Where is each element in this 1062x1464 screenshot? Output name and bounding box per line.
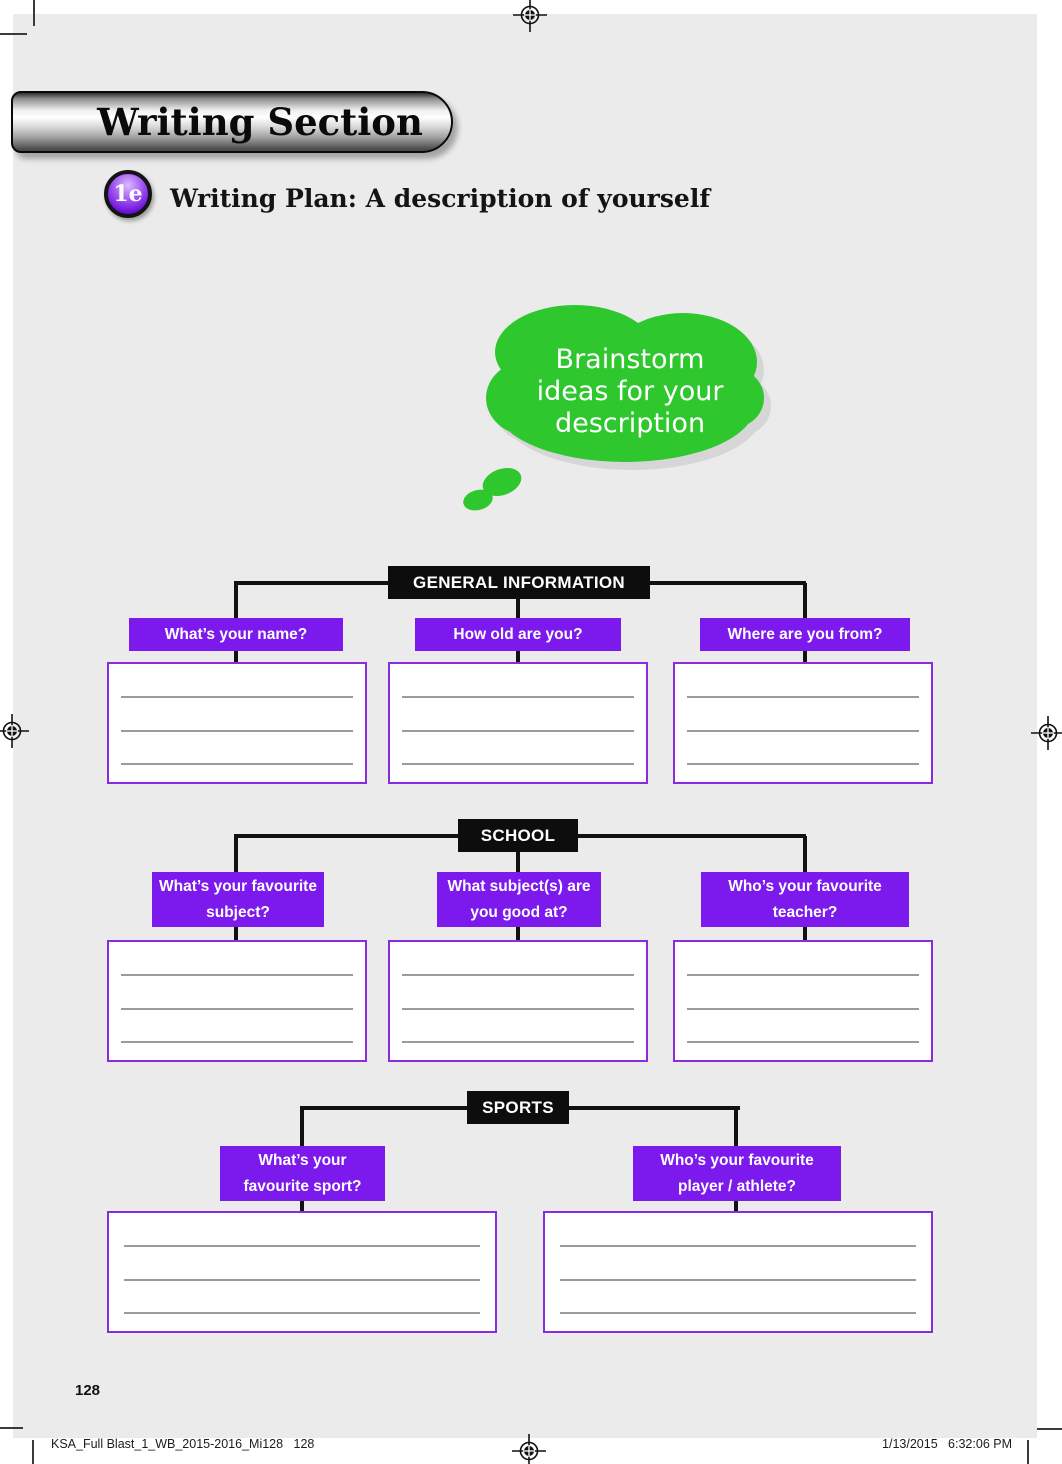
section-header-sports: SPORTS — [467, 1091, 569, 1124]
footer-timestamp: 1/13/2015 6:32:06 PM — [882, 1437, 1012, 1451]
section-banner-title: Writing Section — [97, 100, 423, 144]
lesson-title-label: Writing Plan: — [170, 184, 357, 213]
writing-line — [560, 1312, 916, 1314]
question-box: Who’s your favourite teacher? — [701, 872, 909, 927]
lesson-title: Writing Plan: A description of yourself — [170, 184, 710, 213]
writing-line — [121, 730, 353, 732]
section-title: SPORTS — [482, 1097, 554, 1117]
connector-line — [734, 1201, 738, 1211]
writing-line — [687, 763, 919, 765]
question-label: What’s your favourite subject? — [159, 877, 317, 921]
answer-box — [673, 662, 933, 784]
section-title: SCHOOL — [480, 825, 556, 845]
writing-line — [687, 696, 919, 698]
lesson-title-text: A description of yourself — [356, 184, 711, 213]
connector-line — [734, 1108, 738, 1146]
crop-mark — [0, 33, 27, 35]
connector-line — [803, 927, 807, 940]
registration-mark-icon — [513, 0, 547, 32]
answer-box — [388, 940, 648, 1062]
writing-line — [402, 1008, 634, 1010]
section-header-school: SCHOOL — [458, 819, 578, 852]
answer-box — [107, 940, 367, 1062]
bubble-text-line: Brainstorm — [556, 344, 705, 375]
lesson-badge: 1e — [104, 170, 152, 218]
connector-line — [516, 651, 520, 662]
lesson-badge-label: 1e — [113, 181, 143, 207]
question-label: How old are you? — [453, 625, 583, 643]
section-header-general-information: GENERAL INFORMATION — [388, 566, 650, 599]
writing-line — [124, 1279, 480, 1281]
question-box: What’s your favourite subject? — [152, 872, 324, 927]
writing-line — [121, 696, 353, 698]
answer-box — [107, 1211, 497, 1333]
bubble-cloud — [463, 305, 764, 511]
thought-bubble: Brainstorm ideas for your description — [463, 305, 771, 511]
answer-box — [388, 662, 648, 784]
connector-line — [516, 598, 520, 618]
section-banner: Writing Section — [11, 91, 453, 153]
writing-line — [687, 730, 919, 732]
registration-mark-icon — [0, 714, 29, 748]
writing-line — [121, 1008, 353, 1010]
connector-line — [234, 583, 238, 618]
connector-line — [300, 1108, 304, 1146]
question-label: Who’s your favourite teacher? — [728, 877, 882, 921]
writing-line — [402, 696, 634, 698]
writing-line — [124, 1245, 480, 1247]
writing-line — [121, 1041, 353, 1043]
connector-line — [516, 927, 520, 940]
connector-line — [234, 836, 238, 872]
footer-file-info: KSA_Full Blast_1_WB_2015-2016_Mi128 128 — [51, 1437, 315, 1451]
crop-mark — [1037, 1428, 1062, 1430]
question-box: Where are you from? — [700, 618, 910, 651]
writing-line — [687, 1008, 919, 1010]
crop-mark — [32, 1440, 34, 1464]
registration-mark-icon — [1031, 716, 1062, 750]
crop-mark — [1027, 1440, 1029, 1464]
connector-line — [803, 836, 807, 872]
writing-line — [402, 974, 634, 976]
writing-line — [402, 730, 634, 732]
question-label: What’s your favourite sport? — [243, 1151, 362, 1195]
writing-line — [402, 763, 634, 765]
answer-box — [543, 1211, 933, 1333]
bubble-text-line: ideas for your — [537, 376, 725, 407]
writing-line — [124, 1312, 480, 1314]
writing-line — [687, 1041, 919, 1043]
answer-box — [107, 662, 367, 784]
connector-line — [300, 1201, 304, 1211]
connector-line — [803, 583, 807, 618]
question-box: Who’s your favourite player / athlete? — [633, 1146, 841, 1201]
question-box: What’s your favourite sport? — [220, 1146, 385, 1201]
writing-line — [560, 1279, 916, 1281]
question-label: Who’s your favourite player / athlete? — [660, 1151, 814, 1195]
writing-line — [687, 974, 919, 976]
crop-mark — [33, 0, 35, 26]
writing-line — [560, 1245, 916, 1247]
question-box: What’s your name? — [129, 618, 343, 651]
writing-line — [402, 1041, 634, 1043]
section-title: GENERAL INFORMATION — [413, 572, 625, 592]
connector-line — [803, 651, 807, 662]
bubble-text-line: description — [555, 408, 705, 439]
question-label: Where are you from? — [727, 625, 883, 643]
connector-line — [234, 651, 238, 662]
registration-mark-icon — [512, 1434, 546, 1464]
page-number: 128 — [75, 1382, 101, 1399]
question-label: What subject(s) are you good at? — [447, 877, 591, 921]
connector-line — [516, 851, 520, 872]
question-label: What’s your name? — [164, 625, 308, 643]
question-box: What subject(s) are you good at? — [437, 872, 601, 927]
connector-line — [234, 927, 238, 940]
writing-line — [121, 763, 353, 765]
answer-box — [673, 940, 933, 1062]
question-box: How old are you? — [415, 618, 621, 651]
crop-mark — [0, 1427, 23, 1429]
writing-line — [121, 974, 353, 976]
